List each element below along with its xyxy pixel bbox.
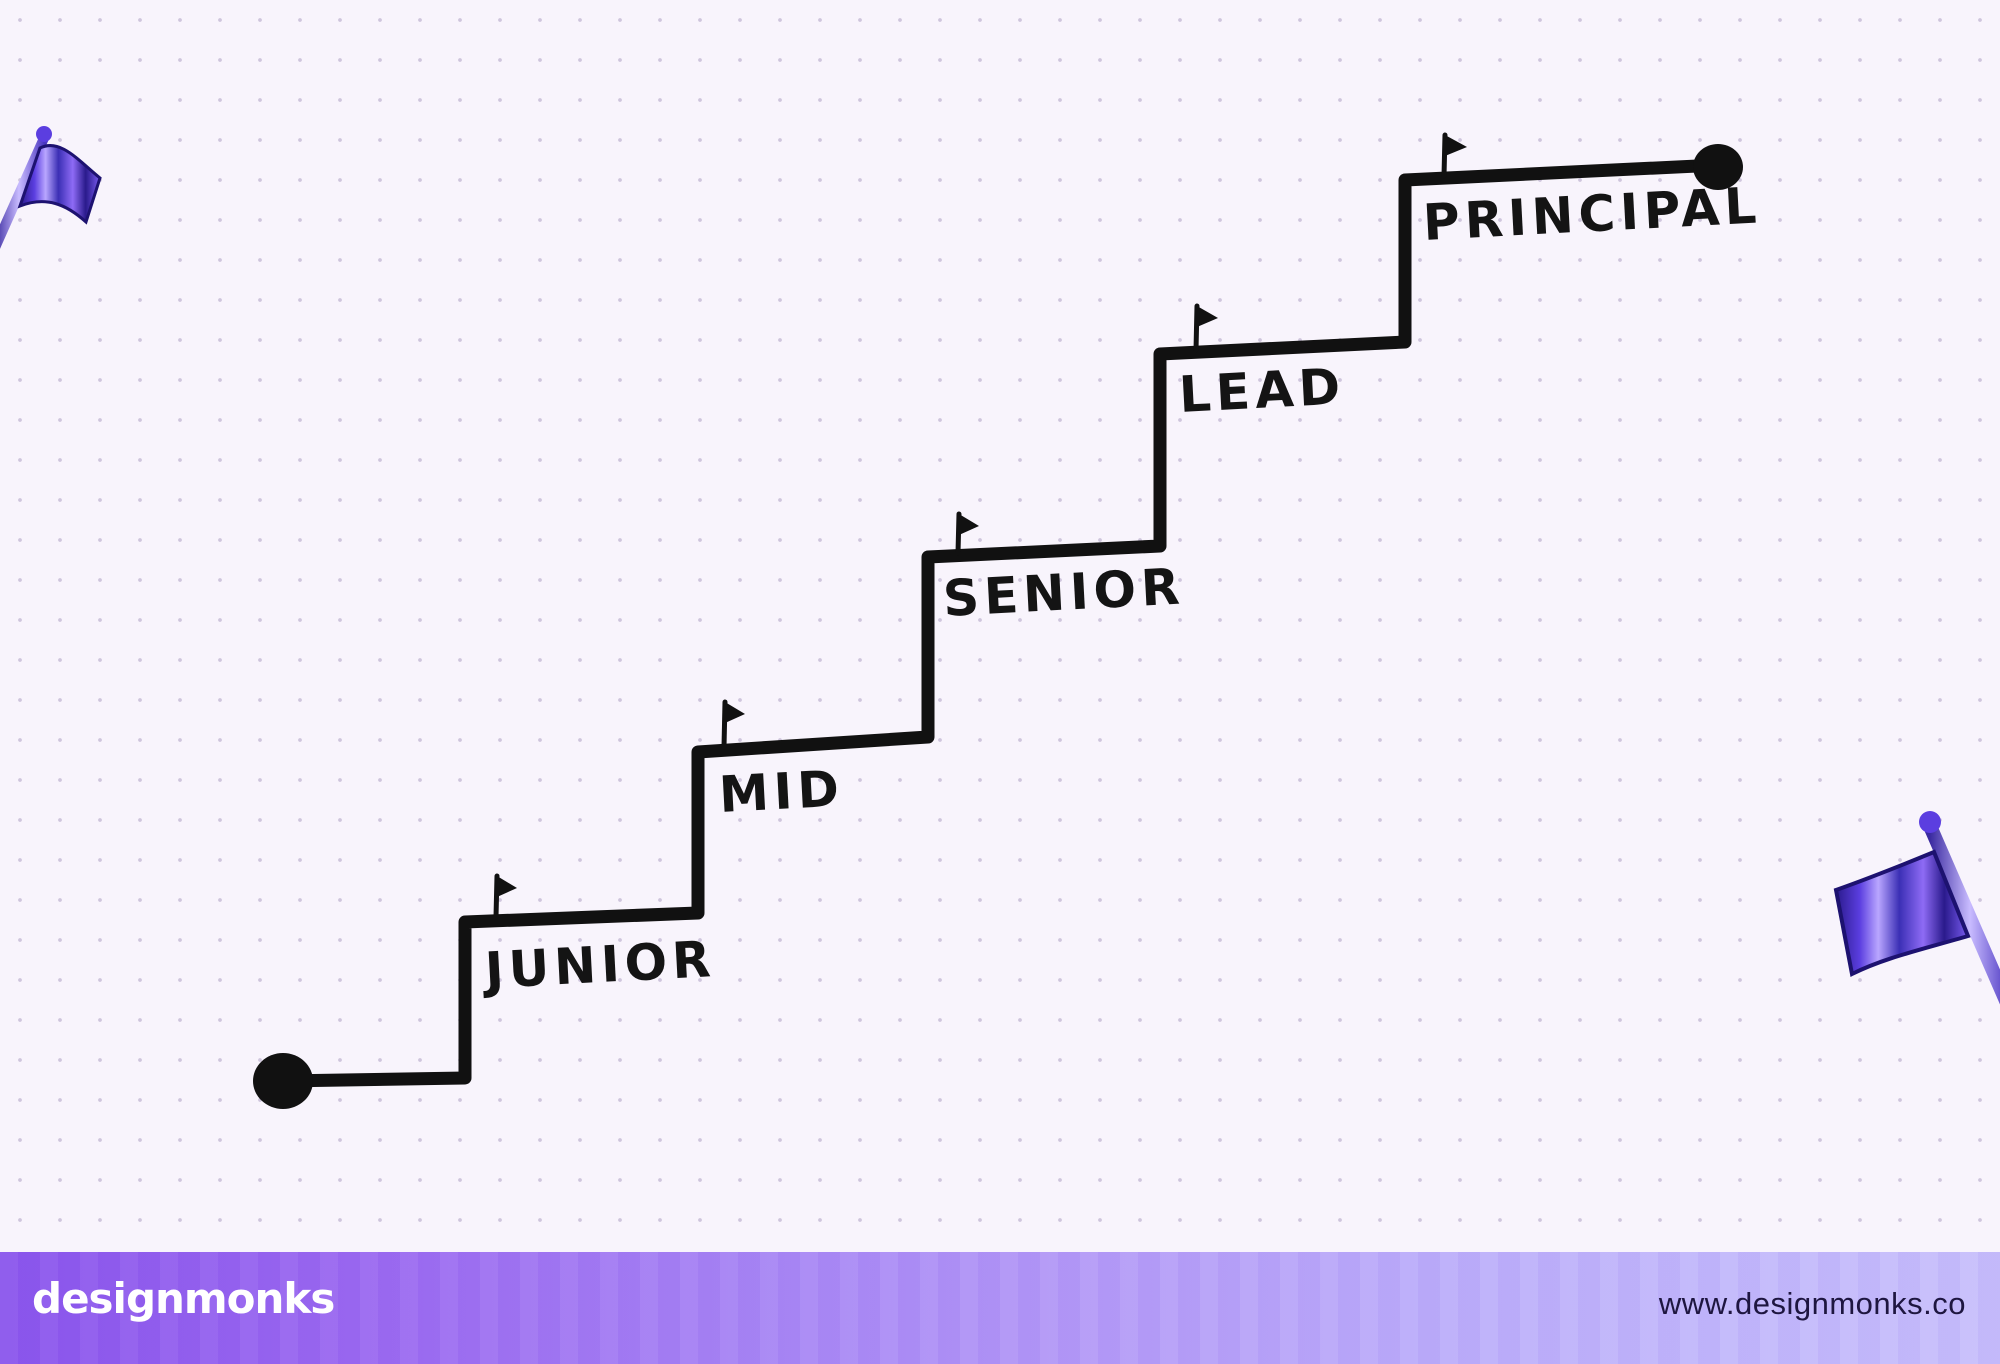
step-flag-icon: [1441, 132, 1467, 179]
staircase-line: [276, 158, 1725, 1088]
decorative-flag-icon: [1833, 811, 2000, 1005]
step-flag-icon: [1193, 303, 1218, 353]
stage-label-senior: SENIOR: [942, 557, 1186, 628]
stage-label-principal: PRINCIPAL: [1422, 176, 1763, 252]
step-flag-icon: [493, 873, 517, 920]
career-ladder-diagram: JUNIOR MID SENIOR LEAD PRINCIPAL: [0, 126, 2000, 1109]
step-flag-icon: [955, 511, 979, 556]
stage-label-mid: MID: [718, 760, 846, 824]
end-point: [1693, 144, 1743, 190]
decorative-flag-icon: [0, 126, 102, 249]
start-point: [253, 1053, 313, 1109]
website-url: www.designmonks.co: [1658, 1286, 1966, 1321]
stage-label-junior: JUNIOR: [481, 930, 717, 1000]
footer-banner: designmonks www.designmonks.co: [0, 1252, 2000, 1364]
step-flag-icon: [721, 699, 745, 750]
brand-logo: designmonks: [32, 1274, 335, 1323]
stage-label-lead: LEAD: [1178, 357, 1347, 424]
dotted-canvas: JUNIOR MID SENIOR LEAD PRINCIPAL: [0, 0, 2000, 1252]
